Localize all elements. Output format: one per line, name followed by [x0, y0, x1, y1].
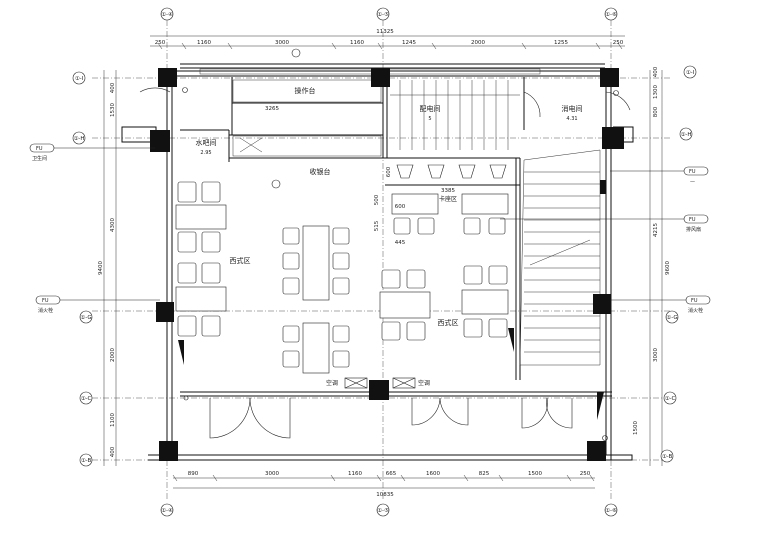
dim-top-seg: 1160: [197, 40, 211, 46]
axis-right: ①-Ⅰ: [686, 70, 695, 76]
dim-bottom-seg: 890: [188, 471, 199, 477]
room-op-counter: 操作台: [295, 86, 316, 95]
dim-bottom-total: 10835: [376, 492, 394, 498]
dim-inner: 600: [386, 166, 392, 177]
dim-left-seg: 400: [110, 82, 116, 93]
tag-note-right: 排风扇: [686, 226, 701, 233]
axis-top: ①-④: [161, 12, 173, 18]
room-fire-area: 4.31: [566, 116, 577, 122]
dim-top-seg: 1160: [350, 40, 364, 46]
axis-right-last: ①-B: [662, 454, 673, 460]
dim-right-seg: 1300: [653, 85, 659, 99]
dim-bottom-seg: 665: [386, 471, 397, 477]
dimension-lines: [103, 35, 663, 489]
dim-bottom-seg: 250: [580, 471, 591, 477]
axis-top: ①-⑥: [605, 12, 617, 18]
axis-bottom: ①-⑤: [377, 508, 389, 514]
dim-bottom-seg: 1600: [426, 471, 440, 477]
equipment-tags: [29, 143, 711, 305]
axis-left: ①-G: [80, 315, 91, 321]
axis-left: ①-C: [81, 396, 92, 402]
room-water-bar: 水吧间: [196, 138, 217, 147]
axis-right: ①-C: [665, 396, 676, 402]
dim-top-seg: 250: [613, 40, 624, 46]
dim-bottom-seg: 3000: [265, 471, 279, 477]
dim-left-seg: 1530: [110, 103, 116, 117]
axis-bottom: ①-⑥: [605, 508, 617, 514]
axis-bubbles: [72, 7, 697, 517]
room-distribution-area: 5: [428, 116, 431, 122]
ac-right-label: 空调: [418, 379, 430, 387]
room-fire: 消电间: [562, 104, 583, 113]
dim-right-seg: 400: [653, 66, 659, 77]
axis-right: ①-G: [666, 315, 677, 321]
room-dining-left: 西式区: [230, 256, 251, 265]
dim-right-seg: 3000: [653, 348, 659, 362]
axis-bottom: ①-④: [161, 508, 173, 514]
structural-columns: [150, 68, 624, 461]
fu-tag: FU: [689, 217, 696, 223]
tag-note-left: 卫生间: [32, 155, 47, 162]
ac-left-label: 空调: [326, 379, 338, 387]
dim-inner: 3265: [265, 106, 279, 112]
dim-inner: 445: [395, 240, 406, 246]
room-distribution: 配电间: [420, 104, 441, 113]
dim-left-seg: 1100: [110, 413, 116, 427]
axis-top: ①-⑤: [377, 12, 389, 18]
dim-left-seg: 400: [110, 446, 116, 457]
dim-top-seg: 250: [155, 40, 166, 46]
dim-left-total: 9400: [98, 261, 104, 275]
doors: [139, 87, 631, 439]
dim-left-seg: 2000: [110, 348, 116, 362]
room-water-bar-area: 2.95: [200, 150, 211, 156]
dim-right-seg: 800: [653, 106, 659, 117]
fu-tag: FU: [691, 298, 698, 304]
tag-note-right: 消火栓: [688, 307, 703, 314]
walls: [121, 63, 634, 461]
furniture: [175, 164, 509, 389]
room-dining-right: 西式区: [438, 318, 459, 327]
tag-note-left: 消火栓: [38, 307, 53, 314]
dim-inner: 515: [374, 220, 380, 231]
axis-grid: [92, 20, 672, 500]
axis-left: ①-H: [73, 136, 84, 142]
tag-note-right: —: [690, 179, 695, 185]
dim-inner: 500: [374, 194, 380, 205]
dim-top-seg: 1255: [554, 40, 568, 46]
dim-top-seg: 3000: [275, 40, 289, 46]
dim-right-seg: 1500: [633, 421, 639, 435]
dim-bottom-seg: 825: [479, 471, 490, 477]
dim-left-seg: 4300: [110, 218, 116, 232]
dim-top-seg: 1245: [402, 40, 416, 46]
room-cashier: 收银台: [310, 167, 331, 176]
axis-right: ①-H: [680, 132, 691, 138]
dim-top-total: 11325: [376, 29, 394, 35]
dim-right-seg: 4215: [653, 223, 659, 237]
axis-left-last: ①-B: [81, 458, 92, 464]
dim-bottom-seg: 1500: [528, 471, 542, 477]
room-counter-area: 卡座区: [439, 195, 457, 203]
axis-left: ①-Ⅰ: [75, 76, 84, 82]
fu-tag: FU: [42, 298, 49, 304]
dim-top-seg: 2000: [471, 40, 485, 46]
dim-right-total: 9600: [665, 261, 671, 275]
fu-tag: FU: [36, 146, 43, 152]
fu-tag: FU: [689, 169, 696, 175]
dim-inner: 600: [395, 204, 406, 210]
dim-bottom-seg: 1160: [348, 471, 362, 477]
stair-hatching: [199, 68, 601, 366]
dim-inner: 3385: [441, 188, 455, 194]
